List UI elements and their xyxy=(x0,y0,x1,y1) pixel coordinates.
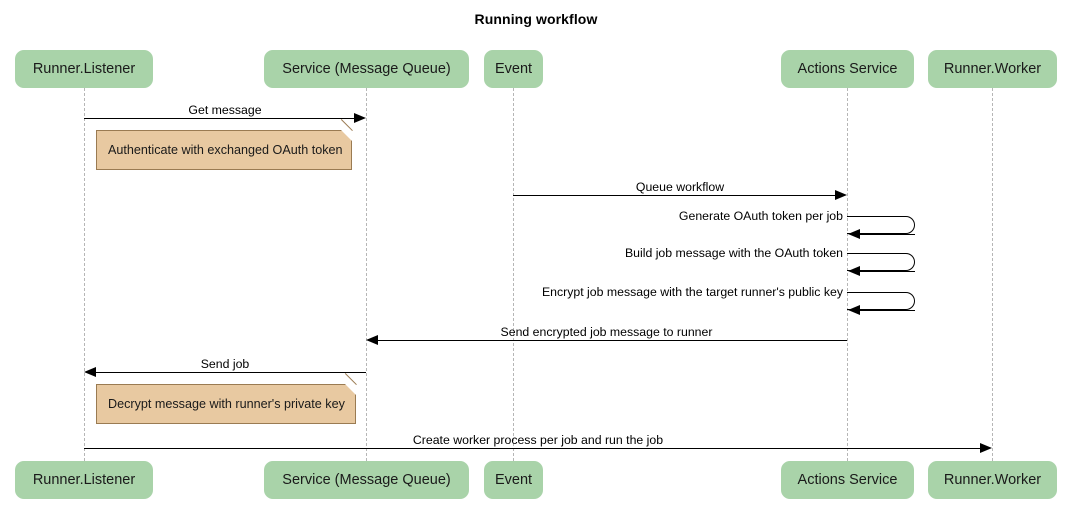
participant-runner-listener-bottom[interactable]: Runner.Listener xyxy=(15,461,153,499)
message-loop-generate-oauth-token xyxy=(847,216,915,234)
message-arrowhead-create-worker-process xyxy=(980,442,992,453)
participant-service-message-queue-top[interactable]: Service (Message Queue) xyxy=(264,50,469,88)
message-label-send-encrypted-job-message: Send encrypted job message to runner xyxy=(500,325,713,339)
message-arrowhead-encrypt-job-message xyxy=(848,304,860,315)
participant-actions-service-bottom[interactable]: Actions Service xyxy=(781,461,914,499)
message-line-build-job-message-return xyxy=(860,271,915,272)
message-line-create-worker-process xyxy=(84,448,980,449)
lifeline-runner-listener xyxy=(84,88,85,461)
participant-runner-worker-top[interactable]: Runner.Worker xyxy=(928,50,1057,88)
message-label-queue-workflow: Queue workflow xyxy=(635,180,725,194)
note-authenticate: Authenticate with exchanged OAuth token xyxy=(96,119,352,170)
message-label-generate-oauth-token: Generate OAuth token per job xyxy=(678,209,843,223)
participant-event-top[interactable]: Event xyxy=(484,50,543,88)
message-label-get-message: Get message xyxy=(188,103,262,117)
participant-runner-listener-top[interactable]: Runner.Listener xyxy=(15,50,153,88)
lifeline-runner-worker xyxy=(992,88,993,461)
participant-service-message-queue-bottom[interactable]: Service (Message Queue) xyxy=(264,461,469,499)
lifeline-event xyxy=(513,88,514,461)
message-loop-encrypt-job-message xyxy=(847,292,915,310)
note-fold-icon xyxy=(345,384,356,395)
participant-actions-service-top[interactable]: Actions Service xyxy=(781,50,914,88)
note-fold-edge-icon xyxy=(344,373,356,385)
message-line-encrypt-job-message-return xyxy=(860,310,915,311)
message-arrowhead-generate-oauth-token xyxy=(848,228,860,239)
message-loop-build-job-message xyxy=(847,253,915,271)
message-line-send-job xyxy=(96,372,366,373)
message-label-build-job-message: Build job message with the OAuth token xyxy=(624,246,843,260)
note-decrypt-text: Decrypt message with runner's private ke… xyxy=(108,397,345,411)
message-line-queue-workflow xyxy=(513,195,835,196)
message-line-send-encrypted-job-message xyxy=(378,340,847,341)
lifeline-service-message-queue xyxy=(366,88,367,461)
message-arrowhead-queue-workflow xyxy=(835,189,847,200)
note-fold-icon xyxy=(341,130,352,141)
note-fold-edge-icon xyxy=(340,119,352,131)
message-line-get-message xyxy=(84,118,354,119)
participant-runner-worker-bottom[interactable]: Runner.Worker xyxy=(928,461,1057,499)
message-label-encrypt-job-message: Encrypt job message with the target runn… xyxy=(541,285,843,299)
message-arrowhead-get-message xyxy=(354,112,366,123)
message-label-send-job: Send job xyxy=(200,357,250,371)
message-line-generate-oauth-token-return xyxy=(860,234,915,235)
message-label-create-worker-process: Create worker process per job and run th… xyxy=(412,433,664,447)
message-arrowhead-build-job-message xyxy=(848,265,860,276)
message-arrowhead-send-encrypted-job-message xyxy=(366,334,378,345)
lifeline-actions-service xyxy=(847,88,848,461)
note-decrypt: Decrypt message with runner's private ke… xyxy=(96,373,356,424)
page-title: Running workflow xyxy=(474,11,598,27)
participant-event-bottom[interactable]: Event xyxy=(484,461,543,499)
message-arrowhead-send-job xyxy=(84,366,96,377)
note-authenticate-text: Authenticate with exchanged OAuth token xyxy=(108,143,343,157)
